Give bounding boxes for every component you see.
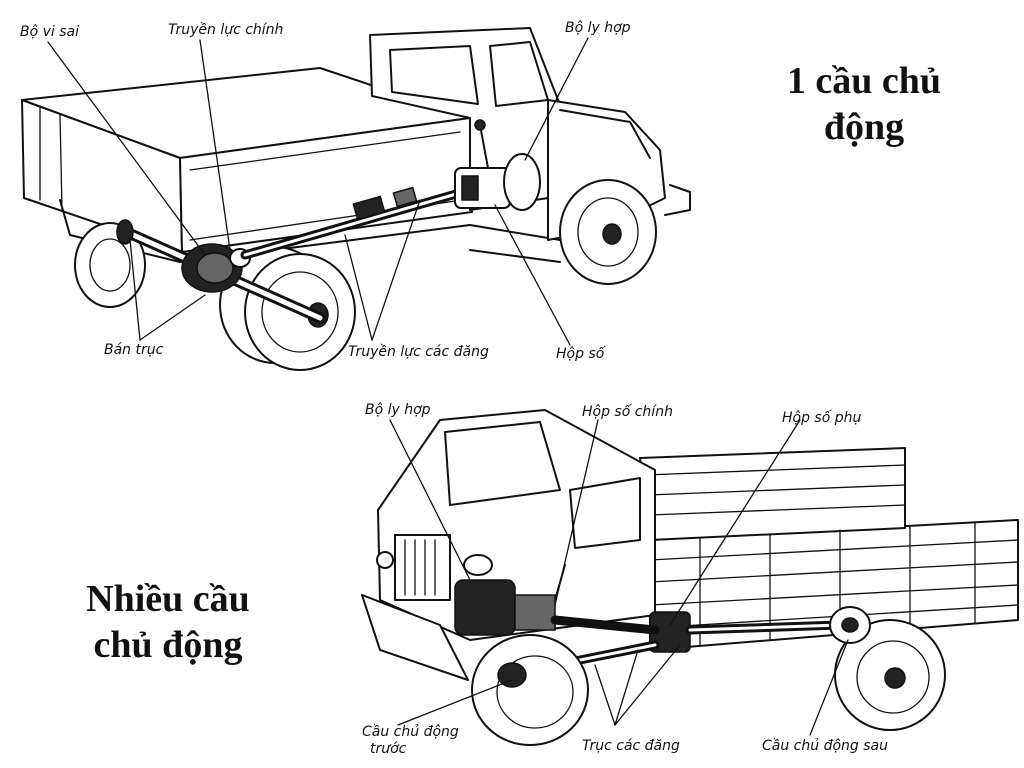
front-drive-wheel (471, 634, 589, 746)
rear-drive-wheel (829, 606, 946, 731)
differential-housing (181, 243, 251, 293)
multi-drive-title-line1: Nhiều cầu (86, 578, 250, 620)
single-drive-truck-drawing (21, 27, 691, 371)
top-leader-lines (47, 37, 589, 346)
bottom-leader-lines (389, 419, 849, 736)
label-front-drive-axle-line2: trước (370, 741, 407, 757)
multi-drive-truck-drawing (361, 409, 1019, 746)
engine-clutch-unit (454, 554, 566, 636)
front-grille (394, 534, 451, 601)
single-drive-title-line1: 1 cầu chủ (786, 60, 942, 102)
label-cardan-shafts: Trục các đăng (582, 738, 680, 754)
cab-side-window (569, 477, 641, 549)
multi-drive-title: Nhiều cầu chủ động (50, 576, 286, 668)
label-final-drive: Truyền lực chính (168, 22, 284, 38)
cab-window (389, 45, 479, 105)
front-wheel (559, 179, 657, 285)
gearbox-clutch-unit (454, 119, 541, 211)
label-cardan-transmission: Truyền lực các đăng (348, 344, 489, 360)
propeller-shaft (240, 185, 475, 260)
label-clutch-bottom: Bộ ly hợp (365, 402, 431, 418)
label-main-gearbox: Hộp số chính (582, 404, 673, 420)
label-gearbox: Hộp số (556, 346, 605, 362)
label-differential: Bộ vi sai (20, 24, 80, 40)
single-drive-title-line2: động (823, 106, 905, 148)
label-front-drive-axle-line1: Cầu chủ động (362, 724, 459, 740)
cab-windshield (444, 421, 561, 506)
label-clutch-top: Bộ ly hợp (565, 20, 631, 36)
label-rear-drive-axle: Cầu chủ động sau (762, 738, 888, 754)
label-half-shaft: Bán trục (104, 342, 164, 358)
cargo-box-front-face (179, 117, 473, 253)
label-auxiliary-gearbox: Hộp số phụ (782, 410, 862, 426)
single-drive-title: 1 cầu chủ động (752, 58, 976, 150)
multi-drive-title-line2: chủ động (93, 624, 243, 666)
front-bumper (361, 594, 469, 681)
